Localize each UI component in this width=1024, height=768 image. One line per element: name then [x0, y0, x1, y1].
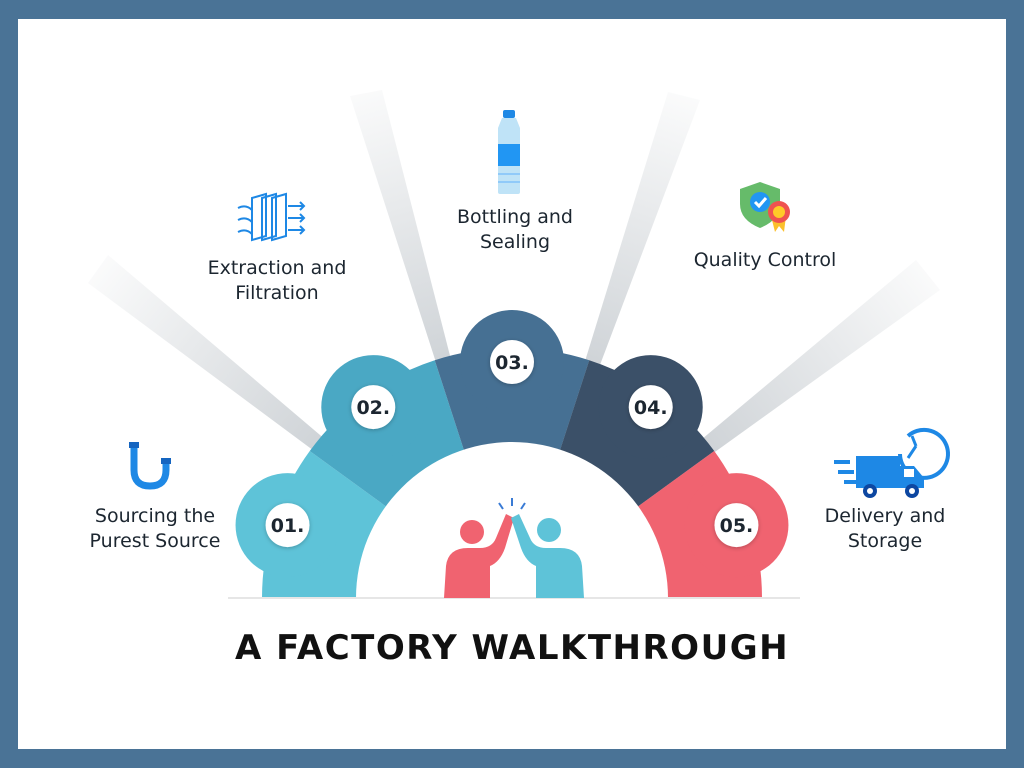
water-bottle-icon	[498, 110, 520, 194]
step-label-02: Extraction and Filtration	[207, 257, 347, 304]
step-label-05: Delivery and Storage	[824, 505, 946, 552]
delivery-truck-icon	[834, 427, 950, 498]
step-label-03: Bottling and Sealing	[456, 206, 573, 253]
step-number-badge: 02.	[351, 385, 396, 430]
page-title: A FACTORY WALKTHROUGH	[234, 628, 790, 668]
step-label-04: Quality Control	[693, 249, 837, 271]
step-number: 02.	[356, 397, 390, 419]
step-segment	[434, 310, 590, 456]
step-badges: 01. 02. 03. 04. 05.	[265, 340, 759, 548]
step-number: 01.	[271, 515, 305, 537]
filter-icon	[237, 192, 306, 242]
step-number: 05.	[720, 515, 754, 537]
pipe-icon	[129, 442, 171, 490]
step-number-badge: 01.	[265, 503, 310, 548]
step-number: 04.	[634, 397, 668, 419]
quality-badge-icon	[740, 182, 790, 232]
step-number: 03.	[495, 352, 529, 374]
step-label-01: Sourcing the Purest Source	[89, 505, 221, 552]
step-number-badge: 04.	[628, 385, 673, 430]
step-number-badge: 05.	[714, 503, 759, 548]
high-five-icon	[444, 498, 584, 598]
step-number-badge: 03.	[490, 340, 534, 384]
